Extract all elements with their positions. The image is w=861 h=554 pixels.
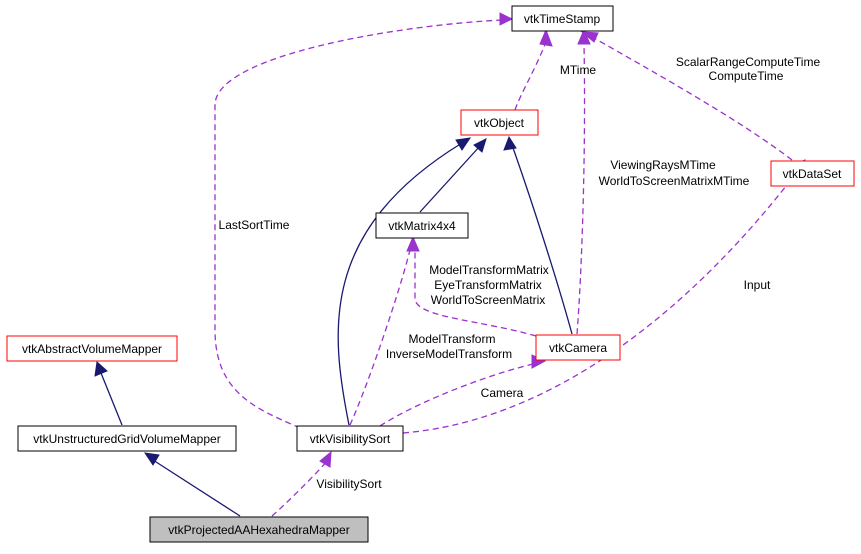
edge-label-camera: Camera <box>481 386 524 400</box>
node-vtkVisibilitySort[interactable]: vtkVisibilitySort <box>296 425 404 452</box>
arrowhead-icon <box>319 450 332 468</box>
arrowhead-icon <box>539 28 553 47</box>
edge-label-viewing-rays-mtime: ViewingRaysMTime <box>610 158 716 172</box>
node-label: vtkMatrix4x4 <box>388 219 456 233</box>
edge-label-model-transform: ModelTransform <box>409 332 496 346</box>
node-vtkUnstructuredGridVolumeMapper[interactable]: vtkUnstructuredGridVolumeMapper <box>17 425 237 452</box>
arrowhead-icon <box>143 452 160 466</box>
arrowheads <box>94 12 806 468</box>
edge-projected-ugrid <box>152 459 241 517</box>
node-label: vtkProjectedAAHexahedraMapper <box>168 523 349 537</box>
edge-label-model-transform-matrix: ModelTransformMatrix <box>429 263 549 277</box>
arrowhead-icon <box>455 137 472 151</box>
node-vtkObject[interactable]: vtkObject <box>460 109 539 136</box>
edge-object-timestamp <box>514 41 547 111</box>
edge-camera-timestamp <box>576 43 586 335</box>
arrowhead-icon <box>94 361 108 377</box>
edge-label-last-sort-time: LastSortTime <box>219 218 290 232</box>
arrowhead-icon <box>473 138 487 153</box>
edge-label-inverse-model-transform: InverseModelTransform <box>386 347 512 361</box>
edge-visibilitysort-timestamp <box>214 19 503 429</box>
arrowhead-icon <box>406 235 420 252</box>
node-vtkCamera[interactable]: vtkCamera <box>535 334 621 361</box>
edge-camera-matrix <box>414 250 537 337</box>
edge-label-mtime: MTime <box>560 63 597 77</box>
edge-label-eye-transform-matrix: EyeTransformMatrix <box>434 278 542 292</box>
edge-label-visibility-sort: VisibilitySort <box>316 477 382 491</box>
edge-visibilitysort-dataset <box>402 167 801 434</box>
edge-camera-object <box>511 144 573 335</box>
edge-label-input: Input <box>744 278 771 292</box>
node-label: vtkVisibilitySort <box>310 432 391 446</box>
node-label: vtkTimeStamp <box>524 12 601 26</box>
edge-label-scalar-range-compute-time: ScalarRangeComputeTime <box>676 55 821 69</box>
node-label: vtkCamera <box>549 341 607 355</box>
node-vtkTimeStamp[interactable]: vtkTimeStamp <box>511 5 614 32</box>
node-label: vtkObject <box>474 116 525 130</box>
node-label: vtkAbstractVolumeMapper <box>22 342 162 356</box>
arrowhead-icon <box>580 31 599 43</box>
node-vtkDataSet[interactable]: vtkDataSet <box>770 160 855 187</box>
node-label: vtkUnstructuredGridVolumeMapper <box>33 432 220 446</box>
node-vtkProjectedAAHexahedraMapper[interactable]: vtkProjectedAAHexahedraMapper <box>149 516 369 543</box>
edge-label-compute-time: ComputeTime <box>709 69 784 83</box>
node-vtkMatrix4x4[interactable]: vtkMatrix4x4 <box>375 212 469 239</box>
edge-ugrid-abstract <box>100 372 123 426</box>
edge-labels: MTime ScalarRangeComputeTime ComputeTime… <box>219 55 821 491</box>
inheritance-edges <box>100 142 573 517</box>
arrowhead-icon <box>503 135 517 151</box>
arrowhead-icon <box>499 12 514 26</box>
edge-matrix-object <box>419 145 481 213</box>
edge-label-world-to-screen-matrix-mtime: WorldToScreenMatrixMTime <box>599 174 750 188</box>
arrowhead-icon <box>577 28 591 45</box>
edge-visibilitysort-matrix <box>349 249 411 426</box>
node-label: vtkDataSet <box>783 167 842 181</box>
edge-visibilitysort-object <box>337 142 463 426</box>
node-vtkAbstractVolumeMapper[interactable]: vtkAbstractVolumeMapper <box>6 335 178 362</box>
edge-label-world-to-screen-matrix: WorldToScreenMatrix <box>431 293 545 307</box>
